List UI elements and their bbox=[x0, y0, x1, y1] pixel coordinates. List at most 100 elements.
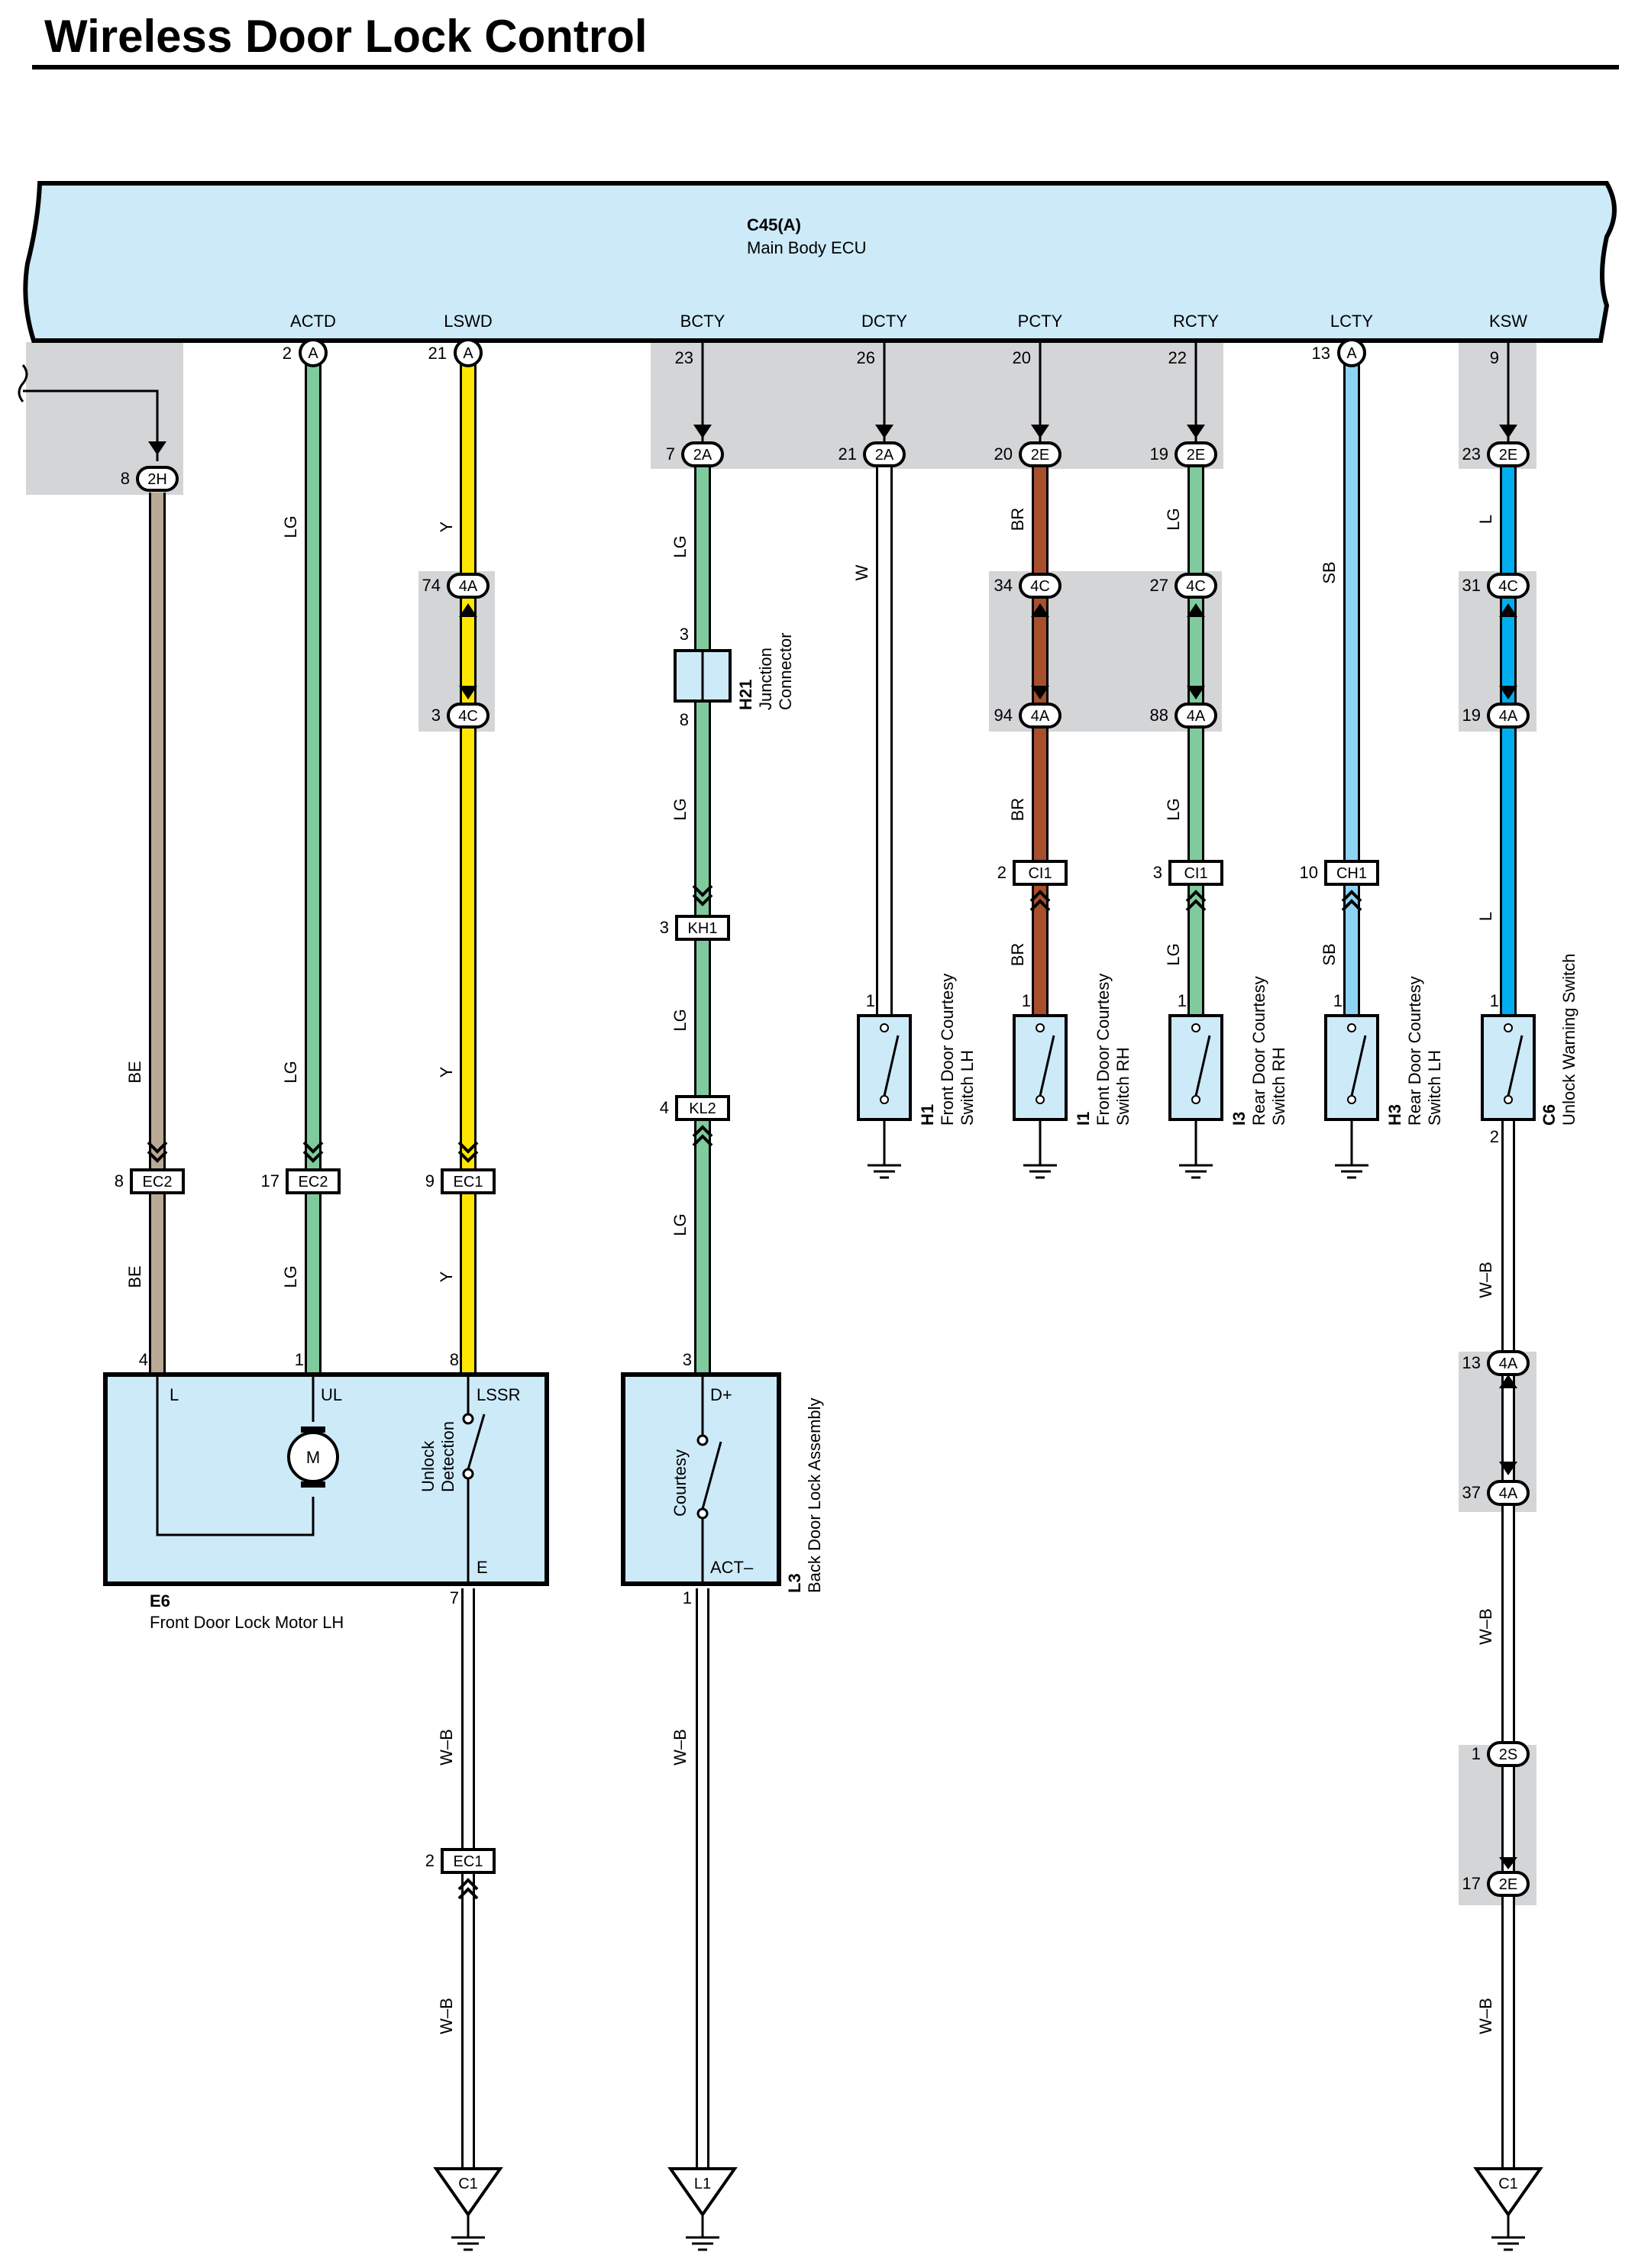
svg-text:Detection: Detection bbox=[438, 1421, 457, 1492]
svg-text:4C: 4C bbox=[1498, 578, 1518, 595]
svg-text:2E: 2E bbox=[1499, 447, 1517, 464]
svg-text:13: 13 bbox=[1312, 344, 1330, 363]
svg-text:Connector: Connector bbox=[776, 632, 795, 710]
svg-text:LG: LG bbox=[281, 1265, 300, 1287]
svg-text:17: 17 bbox=[261, 1171, 280, 1191]
svg-text:23: 23 bbox=[675, 348, 693, 367]
ecu-pin-tags: A 2 A 21 23 26 20 22 A 13 9 bbox=[283, 338, 1499, 367]
svg-text:Switch LH: Switch LH bbox=[958, 1050, 977, 1126]
svg-text:4: 4 bbox=[660, 1098, 669, 1117]
svg-text:LG: LG bbox=[281, 1061, 300, 1083]
svg-text:21: 21 bbox=[428, 344, 447, 363]
svg-text:D+: D+ bbox=[710, 1385, 732, 1404]
l3-back-door-lock-assembly: D+ ACT– Courtesy 3 1 L3 Back Door Lock A… bbox=[621, 1350, 824, 1607]
svg-text:BE: BE bbox=[125, 1061, 144, 1083]
svg-text:2: 2 bbox=[1490, 1127, 1499, 1146]
svg-text:1: 1 bbox=[1022, 991, 1031, 1010]
svg-text:LG: LG bbox=[281, 515, 300, 538]
junction-shading bbox=[26, 342, 1536, 1905]
svg-text:Courtesy: Courtesy bbox=[670, 1449, 690, 1517]
svg-text:2: 2 bbox=[425, 1851, 435, 1870]
svg-text:Switch LH: Switch LH bbox=[1425, 1050, 1444, 1126]
svg-text:23: 23 bbox=[1462, 444, 1481, 464]
svg-text:31: 31 bbox=[1462, 576, 1481, 595]
splice-arrows bbox=[459, 603, 1517, 1869]
svg-text:H1: H1 bbox=[918, 1104, 937, 1126]
svg-text:W–B: W–B bbox=[437, 1998, 456, 2034]
svg-text:2A: 2A bbox=[875, 447, 894, 464]
svg-text:ACT–: ACT– bbox=[710, 1558, 754, 1577]
oval-connectors: 2H 8 2A 7 2A 21 2E 20 2E 19 2E 23 4A 74 … bbox=[121, 441, 1530, 1897]
ground-c1-right: C1 bbox=[1498, 2176, 1518, 2192]
svg-text:37: 37 bbox=[1462, 1483, 1481, 1502]
svg-text:27: 27 bbox=[1150, 576, 1168, 595]
svg-text:EC2: EC2 bbox=[299, 1174, 328, 1191]
svg-text:H21: H21 bbox=[736, 680, 755, 710]
svg-text:4A: 4A bbox=[1499, 708, 1518, 725]
svg-text:74: 74 bbox=[422, 576, 441, 595]
svg-text:2E: 2E bbox=[1031, 447, 1049, 464]
svg-text:EC1: EC1 bbox=[454, 1853, 483, 1870]
switch-c6: 1 2 bbox=[1481, 991, 1536, 1146]
switch-h3: 1 bbox=[1324, 991, 1379, 1179]
svg-text:LG: LG bbox=[670, 535, 690, 557]
svg-text:2: 2 bbox=[997, 863, 1007, 882]
svg-text:10: 10 bbox=[1300, 863, 1318, 882]
svg-text:4C: 4C bbox=[458, 708, 478, 725]
svg-text:4: 4 bbox=[139, 1350, 148, 1369]
svg-text:CI1: CI1 bbox=[1028, 865, 1052, 882]
svg-text:Back Door Lock Assembly: Back Door Lock Assembly bbox=[805, 1397, 824, 1593]
svg-text:Unlock Warning Switch: Unlock Warning Switch bbox=[1559, 954, 1578, 1126]
svg-text:Unlock: Unlock bbox=[418, 1440, 438, 1492]
svg-text:4C: 4C bbox=[1030, 578, 1050, 595]
svg-text:1: 1 bbox=[1472, 1744, 1481, 1763]
svg-text:8: 8 bbox=[680, 710, 689, 729]
svg-text:LG: LG bbox=[670, 1009, 690, 1031]
ecu-terminals: ACTD LSWD BCTY DCTY PCTY RCTY LCTY KSW bbox=[290, 312, 1527, 331]
svg-text:9: 9 bbox=[1490, 348, 1499, 367]
svg-text:EC1: EC1 bbox=[454, 1174, 483, 1191]
svg-text:Front Door Courtesy: Front Door Courtesy bbox=[1094, 974, 1113, 1126]
switch-i3: 1 bbox=[1168, 991, 1223, 1179]
svg-text:L: L bbox=[1476, 515, 1495, 524]
svg-text:20: 20 bbox=[994, 444, 1013, 464]
svg-text:LG: LG bbox=[1164, 943, 1183, 965]
svg-text:SB: SB bbox=[1320, 561, 1339, 583]
terminal-lswd: LSWD bbox=[444, 312, 493, 331]
svg-text:Switch RH: Switch RH bbox=[1113, 1047, 1133, 1126]
svg-text:Junction: Junction bbox=[756, 648, 775, 710]
svg-text:13: 13 bbox=[1462, 1353, 1481, 1372]
svg-text:UL: UL bbox=[321, 1385, 342, 1404]
svg-text:L: L bbox=[1476, 912, 1495, 921]
e6-front-door-lock-motor: M L UL LSSR E Unlock Detection 4 1 8 7 E… bbox=[103, 1350, 549, 1632]
terminal-dcty: DCTY bbox=[861, 312, 907, 331]
svg-text:7: 7 bbox=[450, 1588, 459, 1607]
svg-text:KH1: KH1 bbox=[688, 920, 718, 937]
svg-text:L3: L3 bbox=[785, 1573, 804, 1593]
svg-text:I3: I3 bbox=[1229, 1112, 1249, 1126]
svg-text:34: 34 bbox=[994, 576, 1013, 595]
svg-text:I1: I1 bbox=[1074, 1112, 1093, 1126]
svg-text:4A: 4A bbox=[459, 578, 478, 595]
svg-text:94: 94 bbox=[994, 706, 1013, 725]
svg-text:8: 8 bbox=[121, 469, 130, 488]
wire-continuation-mark bbox=[18, 364, 28, 402]
svg-text:17: 17 bbox=[1462, 1874, 1481, 1893]
ecu-connector: C45(A) bbox=[747, 215, 801, 234]
svg-text:CH1: CH1 bbox=[1336, 865, 1367, 882]
svg-text:Front Door Courtesy: Front Door Courtesy bbox=[938, 974, 957, 1126]
terminal-pcty: PCTY bbox=[1018, 312, 1063, 331]
ground-c1-left: C1 bbox=[458, 2176, 478, 2192]
svg-text:26: 26 bbox=[857, 348, 875, 367]
svg-text:H3: H3 bbox=[1385, 1104, 1404, 1126]
svg-text:1: 1 bbox=[295, 1350, 304, 1369]
svg-text:LG: LG bbox=[670, 1213, 690, 1236]
svg-text:E: E bbox=[477, 1558, 488, 1577]
terminal-lcty: LCTY bbox=[1330, 312, 1374, 331]
h21-junction-connector: 3 8 H21 Junction Connector bbox=[674, 625, 795, 729]
svg-text:W–B: W–B bbox=[1476, 1998, 1495, 2034]
terminal-rcty: RCTY bbox=[1173, 312, 1219, 331]
svg-text:BR: BR bbox=[1008, 508, 1027, 531]
